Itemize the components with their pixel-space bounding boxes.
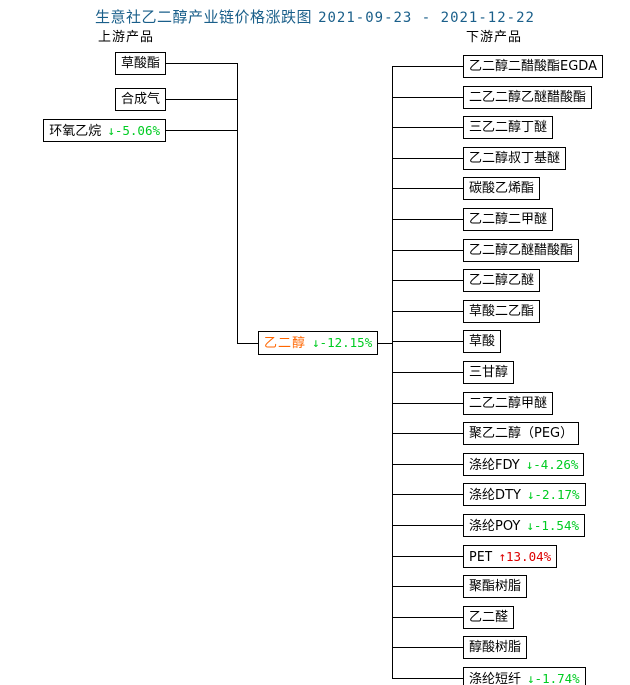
downstream-node-14[interactable]: 涤纶DTY ↓-2.17%	[463, 483, 586, 506]
node-label: 醇酸树脂	[469, 640, 522, 655]
node-label: 三乙二醇丁醚	[469, 120, 548, 135]
downstream-node-6[interactable]: 乙二醇乙醚醋酸酯	[463, 239, 580, 262]
node-label: 环氧乙烷	[49, 124, 102, 139]
node-label: 涤纶DTY	[469, 488, 521, 503]
downstream-branch-line-12	[392, 433, 463, 434]
upstream-trunk-line	[237, 63, 238, 343]
node-label: 聚乙二醇（PEG）	[469, 426, 574, 441]
node-label: 乙二醇叔丁基醚	[469, 151, 561, 166]
change-down-value: ↓-1.54%	[526, 518, 579, 533]
upstream-branch-line-0	[166, 63, 237, 64]
upstream-branch-line-2	[166, 130, 237, 131]
center-node-label: 乙二醇	[264, 336, 307, 351]
downstream-branch-line-18	[392, 617, 463, 618]
downstream-node-10[interactable]: 三甘醇	[463, 361, 515, 384]
node-label: 乙二醇乙醚	[469, 273, 535, 288]
node-label: 草酸酯	[120, 56, 160, 71]
node-label: 草酸	[469, 334, 496, 349]
downstream-node-9[interactable]: 草酸	[463, 330, 502, 353]
node-label: 聚酯树脂	[469, 579, 522, 594]
downstream-node-18[interactable]: 乙二醛	[463, 606, 515, 629]
downstream-branch-line-15	[392, 525, 463, 526]
title-main-text: 生意社乙二醇产业链价格涨跌图	[95, 8, 313, 26]
downstream-node-16[interactable]: PET ↑13.04%	[463, 545, 558, 568]
downstream-branch-line-5	[392, 219, 463, 220]
page-title: 生意社乙二醇产业链价格涨跌图 2021-09-23 - 2021-12-22	[0, 6, 630, 27]
node-label: 乙二醇二甲醚	[469, 212, 548, 227]
downstream-branch-line-3	[392, 158, 463, 159]
downstream-node-3[interactable]: 乙二醇叔丁基醚	[463, 147, 567, 170]
downstream-branch-line-17	[392, 586, 463, 587]
downstream-node-7[interactable]: 乙二醇乙醚	[463, 269, 541, 292]
upstream-column-heading: 上游产品	[98, 30, 155, 45]
downstream-node-0[interactable]: 乙二醇二醋酸酯EGDA	[463, 55, 603, 78]
center-to-downstream-line	[378, 343, 392, 344]
node-label: PET	[469, 550, 493, 565]
downstream-node-2[interactable]: 三乙二醇丁醚	[463, 116, 554, 139]
downstream-node-5[interactable]: 乙二醇二甲醚	[463, 208, 554, 231]
change-down-value: ↓-2.17%	[526, 487, 580, 502]
downstream-column-heading: 下游产品	[466, 30, 523, 45]
change-down-value: ↓-1.74%	[527, 671, 580, 685]
downstream-branch-line-13	[392, 464, 463, 465]
downstream-branch-line-19	[392, 647, 463, 648]
downstream-branch-line-8	[392, 311, 463, 312]
upstream-node-2[interactable]: 环氧乙烷 ↓-5.06%	[43, 119, 166, 142]
downstream-node-17[interactable]: 聚酯树脂	[463, 575, 528, 598]
node-label: 涤纶短纤	[469, 672, 522, 685]
downstream-node-15[interactable]: 涤纶POY ↓-1.54%	[463, 514, 585, 537]
upstream-to-center-line	[237, 343, 258, 344]
downstream-branch-line-1	[392, 97, 463, 98]
node-label: 合成气	[120, 92, 160, 107]
node-label: 三甘醇	[469, 365, 509, 380]
upstream-node-0[interactable]: 草酸酯	[114, 52, 166, 75]
downstream-branch-line-2	[392, 127, 463, 128]
center-node-change-value: ↓-12.15%	[312, 335, 373, 350]
downstream-node-12[interactable]: 聚乙二醇（PEG）	[463, 422, 580, 445]
downstream-branch-line-0	[392, 66, 463, 67]
title-date-range: 2021-09-23 - 2021-12-22	[318, 10, 535, 26]
downstream-node-4[interactable]: 碳酸乙烯酯	[463, 177, 541, 200]
downstream-node-13[interactable]: 涤纶FDY ↓-4.26%	[463, 453, 585, 476]
downstream-branch-line-9	[392, 341, 463, 342]
downstream-branch-line-11	[392, 403, 463, 404]
upstream-branch-line-1	[166, 99, 237, 100]
downstream-branch-line-14	[392, 494, 463, 495]
change-down-value: ↓-4.26%	[525, 457, 579, 472]
downstream-node-1[interactable]: 二乙二醇乙醚醋酸酯	[463, 86, 593, 109]
node-label: 涤纶POY	[469, 519, 521, 534]
downstream-node-20[interactable]: 涤纶短纤 ↓-1.74%	[463, 667, 586, 685]
downstream-branch-line-6	[392, 250, 463, 251]
downstream-node-8[interactable]: 草酸二乙酯	[463, 300, 541, 323]
downstream-node-11[interactable]: 二乙二醇甲醚	[463, 392, 554, 415]
downstream-branch-line-10	[392, 372, 463, 373]
node-label: 二乙二醇乙醚醋酸酯	[469, 90, 587, 105]
node-label: 草酸二乙酯	[469, 304, 535, 319]
change-down-value: ↓-5.06%	[107, 123, 160, 138]
node-label: 二乙二醇甲醚	[469, 396, 548, 411]
upstream-node-1[interactable]: 合成气	[114, 88, 166, 111]
node-label: 涤纶FDY	[469, 458, 520, 473]
downstream-branch-line-16	[392, 556, 463, 557]
change-up-value: ↑13.04%	[498, 549, 552, 564]
center-node-ethylene-glycol[interactable]: 乙二醇 ↓-12.15%	[258, 331, 379, 355]
downstream-branch-line-20	[392, 678, 463, 679]
downstream-trunk-line	[392, 66, 393, 678]
downstream-branch-line-7	[392, 280, 463, 281]
node-label: 乙二醇乙醚醋酸酯	[469, 243, 574, 258]
downstream-node-19[interactable]: 醇酸树脂	[463, 636, 528, 659]
node-label: 乙二醇二醋酸酯EGDA	[469, 59, 597, 74]
downstream-branch-line-4	[392, 188, 463, 189]
node-label: 碳酸乙烯酯	[469, 181, 535, 196]
node-label: 乙二醛	[469, 610, 509, 625]
